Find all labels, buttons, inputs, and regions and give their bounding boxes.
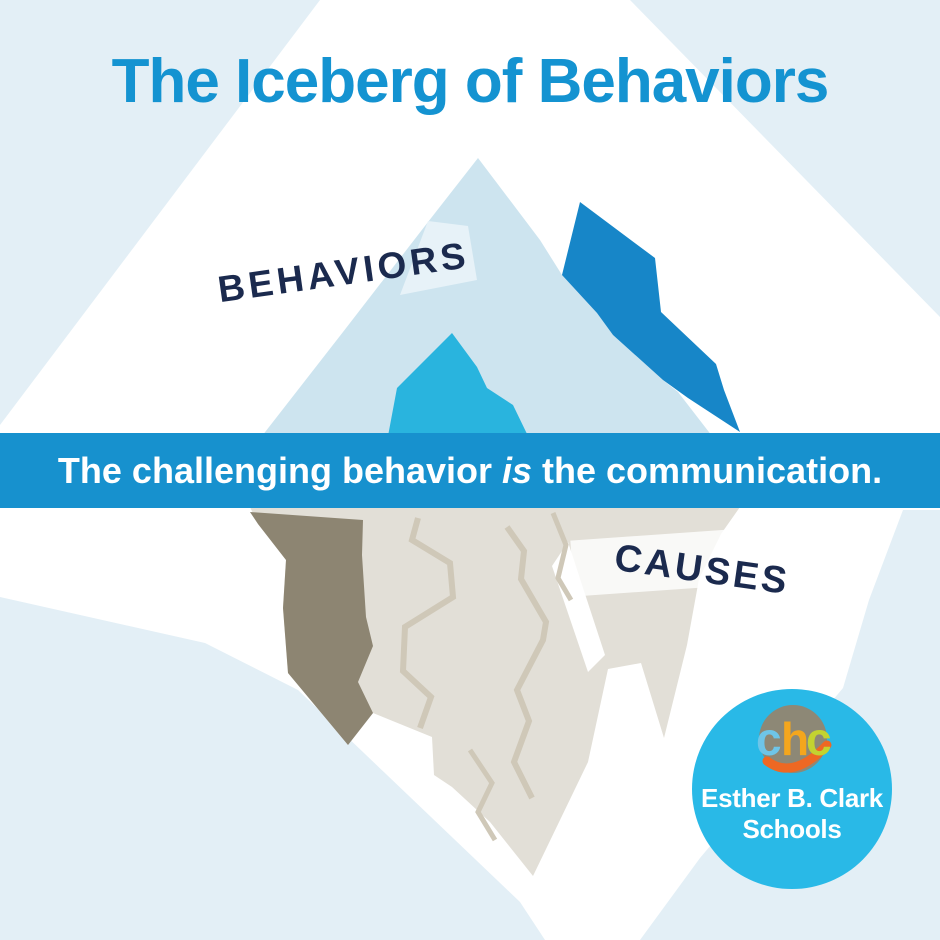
underwater-berg-body: [250, 507, 740, 876]
org-name-line2: Schools: [742, 814, 842, 844]
org-name: Esther B. Clark Schools: [692, 783, 892, 845]
chc-logo-mark: c h c: [756, 705, 832, 773]
banner-text-emphasis: is: [502, 449, 533, 491]
waterline-banner: The challenging behavior is the communic…: [0, 433, 940, 508]
chc-letter-c1: c: [756, 713, 782, 765]
underwater-berg-crevasse: [552, 542, 605, 672]
banner-text-suffix: the communication.: [532, 449, 883, 491]
chc-logo-badge: c h c Esther B. Clark Schools: [692, 689, 892, 889]
sky-wedge-top-right: [630, 0, 940, 317]
org-name-line1: Esther B. Clark: [701, 783, 883, 813]
berg-crack-left: [399, 517, 457, 730]
iceberg-peak-pale: [262, 158, 712, 436]
berg-crack-center: [504, 525, 550, 800]
iceberg-front-peak-cyan: [388, 333, 528, 436]
berg-crack-right: [550, 512, 574, 602]
chc-letter-c2: c: [806, 713, 832, 765]
iceberg-highlight-patch: [400, 221, 477, 295]
banner-text-prefix: The challenging behavior: [57, 449, 502, 491]
chc-mark-arc-icon: [762, 740, 832, 773]
water-wedge-bottom-left: [0, 597, 545, 940]
page-title: The Iceberg of Behaviors: [111, 47, 830, 116]
iceberg-ridge-dark-blue: [562, 202, 740, 432]
chc-letter-h: h: [781, 713, 809, 765]
berg-crack-bottom: [467, 748, 498, 842]
underwater-berg-shadow-facet: [250, 512, 373, 745]
sky-wedge-top-left: [0, 0, 320, 425]
